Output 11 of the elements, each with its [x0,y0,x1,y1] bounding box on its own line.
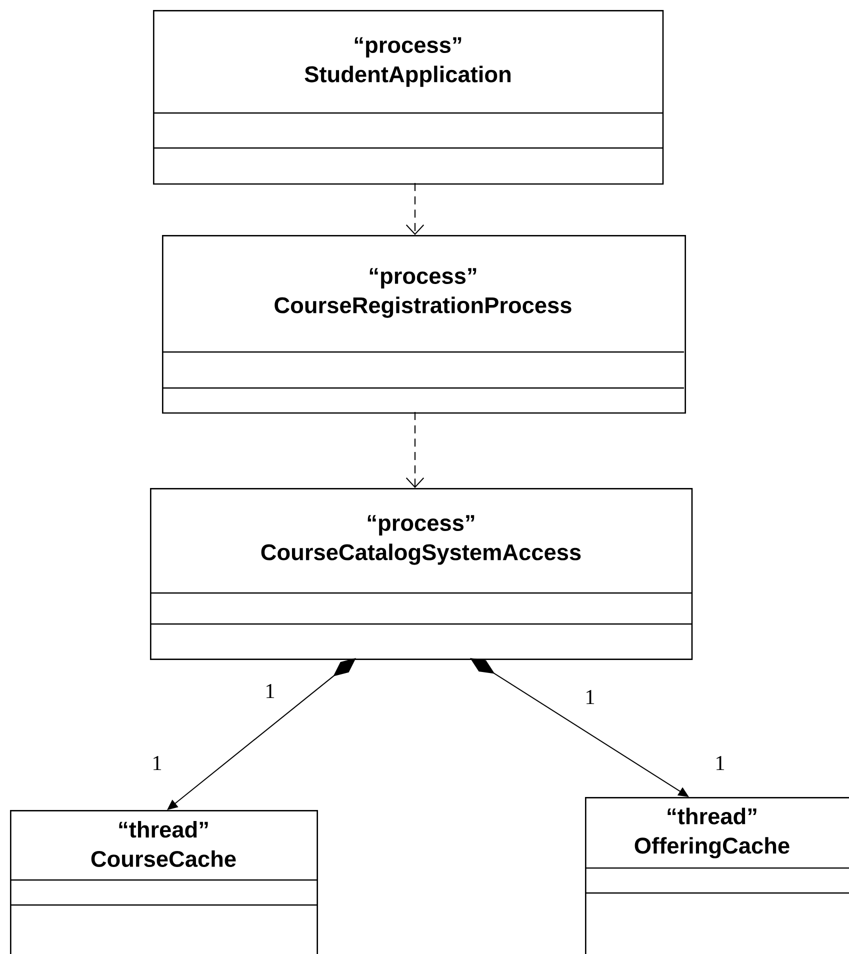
multiplicity-label: 1 [716,756,724,770]
multiplicity-label: 1 [266,684,274,698]
class-box: “process” CourseRegistrationProcess [162,235,686,414]
class-box: “process” StudentApplication [153,10,664,185]
class-box: “thread” CourseCache [10,810,318,954]
multiplicity-label: 1 [586,690,594,704]
dependency-arrow [406,183,424,235]
multiplicity-label: 1 [154,756,162,770]
dependency-arrow [406,412,424,488]
class-box: “process” CourseCatalogSystemAccess [150,488,693,660]
class-box: “thread” OfferingCache [585,797,849,954]
